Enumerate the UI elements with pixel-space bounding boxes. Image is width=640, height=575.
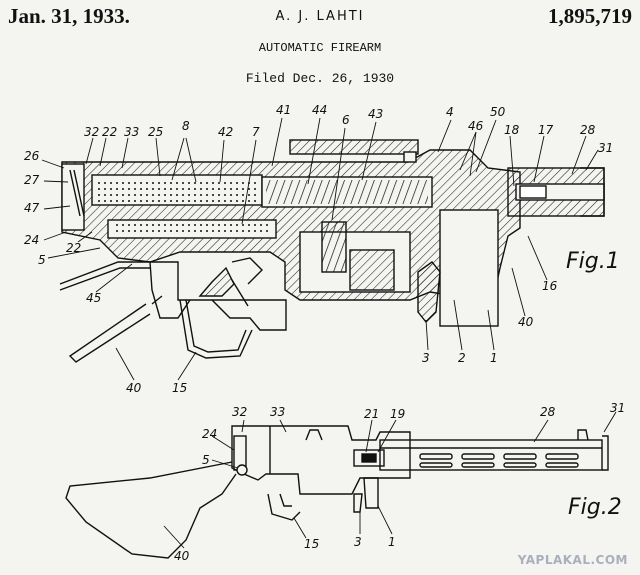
ref-22: 22 [102, 125, 117, 139]
ref-1: 1 [490, 351, 498, 365]
ref-3: 3 [422, 351, 430, 365]
ref-45: 45 [86, 291, 101, 305]
ref-47: 47 [24, 201, 40, 215]
ref-6: 6 [342, 113, 350, 127]
ref-2: 2 [458, 351, 466, 365]
ref-28: 28 [580, 123, 596, 137]
ref-44: 44 [312, 103, 327, 117]
ref-7: 7 [252, 125, 260, 139]
ref-31: 31 [610, 401, 625, 415]
fig2-label: Fig.2 [568, 495, 622, 520]
ref-24: 24 [202, 427, 217, 441]
watermark: YAPLAKAL.COM [517, 553, 628, 567]
ref-3: 3 [354, 535, 362, 549]
fig1-drawing [41, 117, 605, 381]
ref-31: 31 [598, 141, 613, 155]
ref-42: 42 [218, 125, 233, 139]
ref-25: 25 [148, 125, 163, 139]
patent-title: AUTOMATIC FIREARM [258, 41, 382, 55]
ref-4: 4 [446, 105, 454, 119]
ref-50: 50 [490, 105, 506, 119]
fig1-labels: 26 27 47 24 22 32 22 33 25 8 42 7 41 44 … [24, 103, 620, 395]
ref-46: 46 [468, 119, 484, 133]
ref-27: 27 [24, 173, 40, 187]
ref-33: 33 [270, 405, 285, 419]
ref-5: 5 [202, 453, 210, 467]
filed-date: Filed Dec. 26, 1930 [245, 71, 395, 86]
ref-26: 26 [24, 149, 40, 163]
ref-33: 33 [124, 125, 139, 139]
ref-15: 15 [172, 381, 187, 395]
ref-40: 40 [174, 549, 190, 563]
fig1-label: Fig.1 [566, 249, 620, 274]
ref-32: 32 [84, 125, 99, 139]
ref-43: 43 [368, 107, 383, 121]
ref-24: 24 [24, 233, 39, 247]
ref-8: 8 [182, 119, 190, 133]
ref-18: 18 [504, 123, 520, 137]
ref-17: 17 [538, 123, 554, 137]
ref-41: 41 [276, 103, 291, 117]
patent-number: 1,895,719 [548, 4, 632, 28]
ref-40: 40 [518, 315, 534, 329]
fig2-drawing [65, 411, 617, 559]
ref-19: 19 [390, 407, 405, 421]
inventor-name: A. J. LAHTI [275, 9, 365, 24]
ref-1: 1 [388, 535, 396, 549]
ref-40: 40 [126, 381, 142, 395]
patent-date: Jan. 31, 1933. [8, 4, 130, 28]
ref-32: 32 [232, 405, 247, 419]
ref-5: 5 [38, 253, 46, 267]
fig2-labels: 24 5 32 33 21 19 28 31 3 1 15 40 Fig.2 [174, 401, 625, 563]
ref-21: 21 [364, 407, 379, 421]
ref-22: 22 [66, 241, 81, 255]
ref-28: 28 [540, 405, 556, 419]
ref-15: 15 [304, 537, 319, 551]
ref-16: 16 [542, 279, 558, 293]
